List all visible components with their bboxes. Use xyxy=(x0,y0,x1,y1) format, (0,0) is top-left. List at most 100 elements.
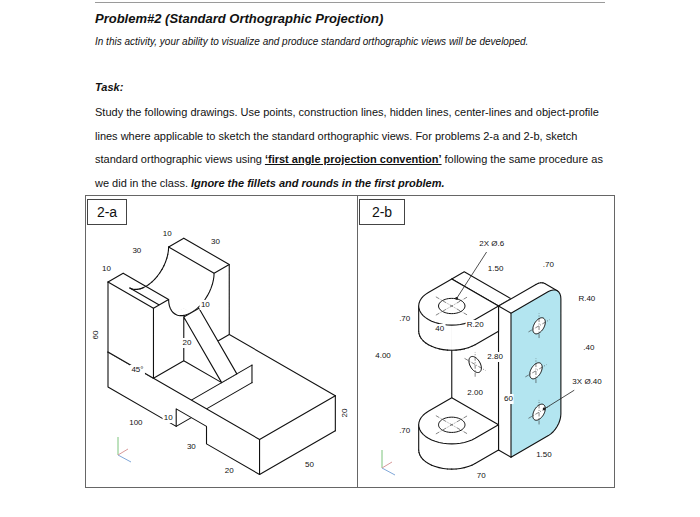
dimension-value: 20 xyxy=(181,338,192,348)
part-edge xyxy=(107,282,108,352)
intro-text: In this activity, your ability to visual… xyxy=(95,36,528,47)
axis-line xyxy=(382,462,392,468)
part-edge xyxy=(439,348,443,350)
part-face xyxy=(460,442,464,468)
task-paragraph: Study the following drawings. Use points… xyxy=(95,101,609,195)
axis-line xyxy=(382,450,383,468)
center-line xyxy=(475,352,476,376)
dimension-value: 50 xyxy=(304,460,315,470)
part-face xyxy=(426,318,429,345)
axis-line xyxy=(118,449,128,455)
panel-label: 2-b xyxy=(372,204,392,220)
part-edge xyxy=(499,450,511,457)
dimension-value: 60 xyxy=(503,394,514,404)
part-edge xyxy=(456,349,460,351)
part-face xyxy=(499,306,511,457)
part-edge xyxy=(498,306,499,331)
part-edge xyxy=(184,308,336,396)
part-edge xyxy=(184,238,229,264)
leader-dot xyxy=(543,408,546,411)
dimension-value: 10 xyxy=(163,413,174,423)
part-edge xyxy=(167,251,169,255)
dimension-value: 3X Ø.40 xyxy=(571,377,602,387)
dimension-value: 2X Ø.6 xyxy=(478,239,505,249)
part-edge xyxy=(460,467,464,469)
axis-line xyxy=(118,437,119,455)
part-face xyxy=(456,324,460,350)
part-edge xyxy=(460,348,464,350)
part-edge xyxy=(447,350,451,351)
center-line xyxy=(436,297,468,315)
top-arm xyxy=(419,279,499,350)
dimension-value: 1.50 xyxy=(535,450,553,460)
part-face xyxy=(426,436,429,463)
axis-line xyxy=(382,468,395,475)
part-edge xyxy=(149,282,152,284)
dimension-value: 40 xyxy=(434,324,445,334)
part-edge xyxy=(260,396,336,440)
leader-lines xyxy=(455,252,574,410)
part-face xyxy=(468,440,472,467)
panel-label-box: 2-a xyxy=(87,199,127,225)
part-face xyxy=(472,438,475,465)
part-edge xyxy=(475,331,498,345)
part-edge xyxy=(335,396,336,431)
part-edge xyxy=(447,468,451,469)
bottom-arm xyxy=(419,398,499,469)
part-edge xyxy=(108,282,153,308)
dimension-value: 60 xyxy=(91,329,101,340)
part-face xyxy=(456,443,460,469)
part-edge xyxy=(443,349,447,351)
part-edge xyxy=(464,348,468,349)
dimension-value: 4.00 xyxy=(374,351,392,361)
part-edge xyxy=(251,365,252,383)
dimension-value: 30 xyxy=(186,442,197,452)
dimension-value: 10 xyxy=(162,229,173,239)
part-edge xyxy=(166,258,167,262)
part-face xyxy=(432,440,436,467)
part-edge xyxy=(108,273,123,282)
part-face xyxy=(108,352,260,475)
top-rule xyxy=(95,2,605,3)
part-edge xyxy=(166,254,168,258)
part-face xyxy=(419,279,499,325)
center-line xyxy=(436,297,468,315)
part-edge xyxy=(432,465,436,466)
leader-line xyxy=(457,252,487,298)
part-edge xyxy=(108,352,153,378)
part-edge xyxy=(452,468,456,469)
part-edge xyxy=(157,273,159,276)
part-edge xyxy=(169,238,184,247)
part-edge xyxy=(464,467,468,468)
part-edge xyxy=(452,350,456,351)
part-face xyxy=(435,441,439,467)
part-edge xyxy=(498,306,499,450)
side-flange xyxy=(499,283,561,457)
part-edge xyxy=(160,269,162,273)
part-face xyxy=(168,251,214,281)
part-edge xyxy=(468,346,472,347)
dimension-value: .70 xyxy=(398,426,411,436)
part-face xyxy=(260,396,336,475)
center-line xyxy=(535,359,536,383)
part-edge xyxy=(435,467,439,468)
part-face xyxy=(428,320,431,347)
center-line xyxy=(436,416,468,434)
center-line xyxy=(539,400,540,424)
page-title: Problem#2 (Standard Orthographic Project… xyxy=(95,11,383,26)
part-edge xyxy=(456,468,460,470)
dimension-value: 1.50 xyxy=(487,264,505,274)
panel-frame xyxy=(86,196,615,488)
task-heading: Task: xyxy=(95,81,123,93)
part-edge xyxy=(498,425,499,450)
part-edge xyxy=(443,468,447,470)
part-edge xyxy=(260,431,336,475)
leader-line xyxy=(544,390,574,409)
task-emphasis: ‘first angle projection convention’ xyxy=(265,153,442,165)
part-face xyxy=(443,443,447,469)
part-edge xyxy=(164,262,166,266)
dimension-value: 30 xyxy=(210,237,221,247)
dimension-value: .70 xyxy=(398,314,411,324)
part-face xyxy=(511,290,561,457)
dimension-value: R.20 xyxy=(466,320,485,330)
